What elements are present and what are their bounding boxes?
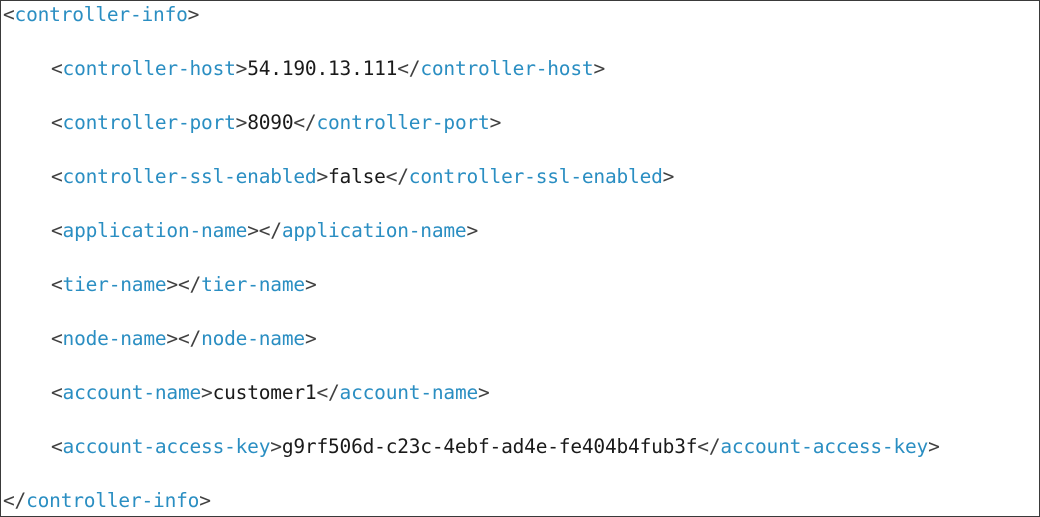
open-bracket: <: [51, 435, 63, 458]
close-bracket: >: [304, 273, 317, 296]
xml-element-line: <account-name>customer1</account-name>: [1, 379, 490, 407]
close-bracket: >: [466, 219, 479, 242]
element-open-tag: controller-ssl-enabled: [62, 165, 317, 188]
element-open-tag: account-name: [62, 381, 202, 404]
close-bracket: >: [928, 435, 940, 458]
close-bracket: >: [166, 327, 178, 350]
open-bracket: <: [51, 165, 63, 188]
element-value: 8090: [247, 111, 294, 134]
element-close-tag: controller-ssl-enabled: [408, 165, 663, 188]
element-open-tag: tier-name: [62, 273, 167, 296]
element-value: customer1: [212, 381, 317, 404]
end-open-bracket: </: [258, 219, 282, 242]
close-bracket: >: [304, 327, 317, 350]
root-tag-name: controller-info: [26, 489, 200, 512]
end-open-bracket: </: [697, 435, 721, 458]
root-close-line: </controller-info>: [1, 487, 211, 515]
open-bracket: <: [51, 273, 63, 296]
close-bracket: >: [199, 489, 211, 512]
close-bracket: >: [247, 219, 259, 242]
end-open-bracket: </: [397, 57, 421, 80]
close-bracket: >: [187, 3, 200, 26]
close-bracket: >: [201, 381, 213, 404]
xml-element-line: <tier-name></tier-name>: [1, 271, 317, 299]
element-open-tag: application-name: [62, 219, 248, 242]
close-bracket: >: [166, 273, 178, 296]
element-close-tag: account-name: [339, 381, 479, 404]
close-bracket: >: [478, 381, 490, 404]
xml-element-line: <account-access-key>g9rf506d-c23c-4ebf-a…: [1, 433, 940, 461]
close-bracket: >: [270, 435, 282, 458]
open-bracket: <: [51, 381, 63, 404]
open-bracket: <: [51, 111, 63, 134]
close-bracket: >: [235, 57, 248, 80]
element-close-tag: controller-host: [420, 57, 594, 80]
close-bracket: >: [235, 111, 248, 134]
open-bracket: <: [51, 219, 63, 242]
close-bracket: >: [316, 165, 328, 188]
element-close-tag: controller-port: [316, 111, 490, 134]
element-value: false: [327, 165, 386, 188]
element-open-tag: controller-port: [62, 111, 236, 134]
element-close-tag: tier-name: [201, 273, 305, 296]
element-open-tag: account-access-key: [62, 435, 271, 458]
element-value: 54.190.13.111: [247, 57, 398, 80]
open-bracket: <: [51, 57, 63, 80]
element-value: g9rf506d-c23c-4ebf-ad4e-fe404b4fub3f: [281, 435, 698, 458]
open-bracket: <: [3, 3, 15, 26]
root-open-line: <controller-info>: [1, 1, 199, 29]
end-open-bracket: </: [3, 489, 27, 512]
end-open-bracket: </: [177, 273, 202, 296]
root-tag-name: controller-info: [14, 3, 188, 26]
element-open-tag: node-name: [62, 327, 167, 350]
close-bracket: >: [489, 111, 502, 134]
end-open-bracket: </: [385, 165, 409, 188]
element-close-tag: application-name: [281, 219, 467, 242]
xml-element-line: <application-name></application-name>: [1, 217, 478, 245]
close-bracket: >: [662, 165, 675, 188]
end-open-bracket: </: [293, 111, 317, 134]
close-bracket: >: [593, 57, 605, 80]
xml-element-line: <node-name></node-name>: [1, 325, 317, 353]
end-open-bracket: </: [177, 327, 202, 350]
xml-element-line: <controller-port>8090</controller-port>: [1, 109, 501, 137]
element-open-tag: controller-host: [62, 57, 236, 80]
xml-element-line: <controller-host>54.190.13.111</controll…: [1, 55, 605, 83]
end-open-bracket: </: [316, 381, 340, 404]
element-close-tag: account-access-key: [720, 435, 929, 458]
xml-element-line: <controller-ssl-enabled>false</controlle…: [1, 163, 674, 191]
element-close-tag: node-name: [201, 327, 305, 350]
open-bracket: <: [51, 327, 63, 350]
